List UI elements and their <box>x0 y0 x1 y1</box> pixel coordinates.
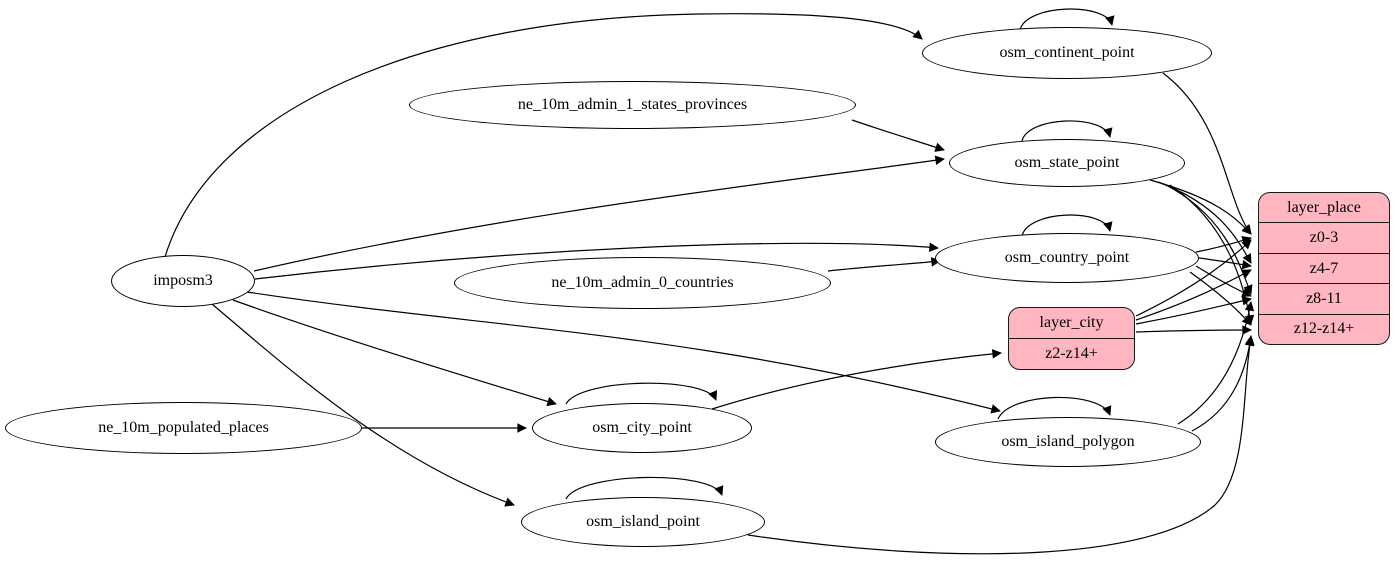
edge-state-z0-3 <box>1149 179 1252 235</box>
selfloop-island-point <box>565 476 724 500</box>
edge-country-z12-z14 <box>1189 271 1252 326</box>
node-imposm3: imposm3 <box>111 255 255 307</box>
edge-country-z0-3 <box>1195 235 1252 253</box>
edge-imposm3-city <box>232 299 557 407</box>
node-osm-island-polygon-label: osm_island_polygon <box>1001 433 1135 450</box>
node-osm-island-point-label: osm_island_point <box>586 513 700 530</box>
node-imposm3-label: imposm3 <box>153 272 213 289</box>
selfloop-city <box>565 382 718 405</box>
layer-city-title: layer_city <box>1039 314 1104 331</box>
selfloop-state <box>1021 120 1113 142</box>
edge-imposm3-island-polygon <box>246 291 1001 414</box>
edge-island-point-z12-z14 <box>747 336 1255 555</box>
edge-country-z8-11 <box>1195 265 1252 297</box>
node-ne-10m-admin-0-countries-label: ne_10m_admin_0_countries <box>551 274 734 291</box>
layer-place-row-z0-3: z0-3 <box>1259 222 1389 252</box>
edge-imposm3-island-point <box>211 303 515 507</box>
node-osm-country-point: osm_country_point <box>935 233 1199 283</box>
node-ne-10m-populated-places: ne_10m_populated_places <box>5 402 362 454</box>
selfloop-continent <box>1019 8 1115 31</box>
edge-island-polygon-z12-z14 <box>1191 335 1255 432</box>
layer-city-row-z2-z14: z2-z14+ <box>1009 338 1134 369</box>
edge-ne1-state <box>851 119 945 152</box>
node-osm-state-point: osm_state_point <box>949 139 1185 187</box>
node-layer-place: layer_place z0-3 z4-7 z8-11 z12-z14+ <box>1258 192 1390 345</box>
edge-imposm3-country <box>254 242 939 280</box>
layer-place-row-z12-z14: z12-z14+ <box>1259 313 1389 344</box>
node-osm-continent-point: osm_continent_point <box>922 27 1212 79</box>
node-osm-state-point-label: osm_state_point <box>1014 154 1120 171</box>
edge-layercity-z4-7 <box>1135 269 1252 321</box>
node-osm-country-point-label: osm_country_point <box>1004 249 1130 266</box>
node-ne-10m-admin-0-countries: ne_10m_admin_0_countries <box>454 257 831 309</box>
selfloop-island-polygon <box>997 396 1112 420</box>
edge-layercity-z8-11 <box>1135 296 1252 325</box>
edge-layercity-z12-z14 <box>1135 325 1252 335</box>
edge-imposm3-state <box>253 155 945 272</box>
edge-continent-z0-3 <box>1162 72 1252 235</box>
selfloop-country <box>1021 214 1113 237</box>
node-ne-10m-admin-1-states-provinces: ne_10m_admin_1_states_provinces <box>409 81 856 129</box>
edge-ne0-country <box>827 257 941 272</box>
edge-island-polygon-z8-11 <box>1177 301 1255 425</box>
node-osm-island-point: osm_island_point <box>521 497 765 547</box>
node-ne-10m-populated-places-label: ne_10m_populated_places <box>98 419 269 436</box>
edge-layercity-z0-3 <box>1135 239 1252 317</box>
node-osm-city-point: osm_city_point <box>532 403 752 453</box>
layer-place-title: layer_place <box>1287 198 1361 216</box>
node-osm-island-polygon: osm_island_polygon <box>935 417 1201 467</box>
node-layer-city: layer_city z2-z14+ <box>1008 307 1135 370</box>
edge-imposm3-continent <box>164 13 923 258</box>
node-osm-city-point-label: osm_city_point <box>592 419 692 436</box>
edge-city-layercity <box>711 349 1002 410</box>
layer-place-row-z8-11: z8-11 <box>1259 283 1389 313</box>
layer-place-row-z4-7: z4-7 <box>1259 252 1389 283</box>
edge-country-z4-7 <box>1198 257 1252 270</box>
node-ne-10m-admin-1-states-provinces-label: ne_10m_admin_1_states_provinces <box>517 96 748 113</box>
node-osm-continent-point-label: osm_continent_point <box>999 44 1135 61</box>
